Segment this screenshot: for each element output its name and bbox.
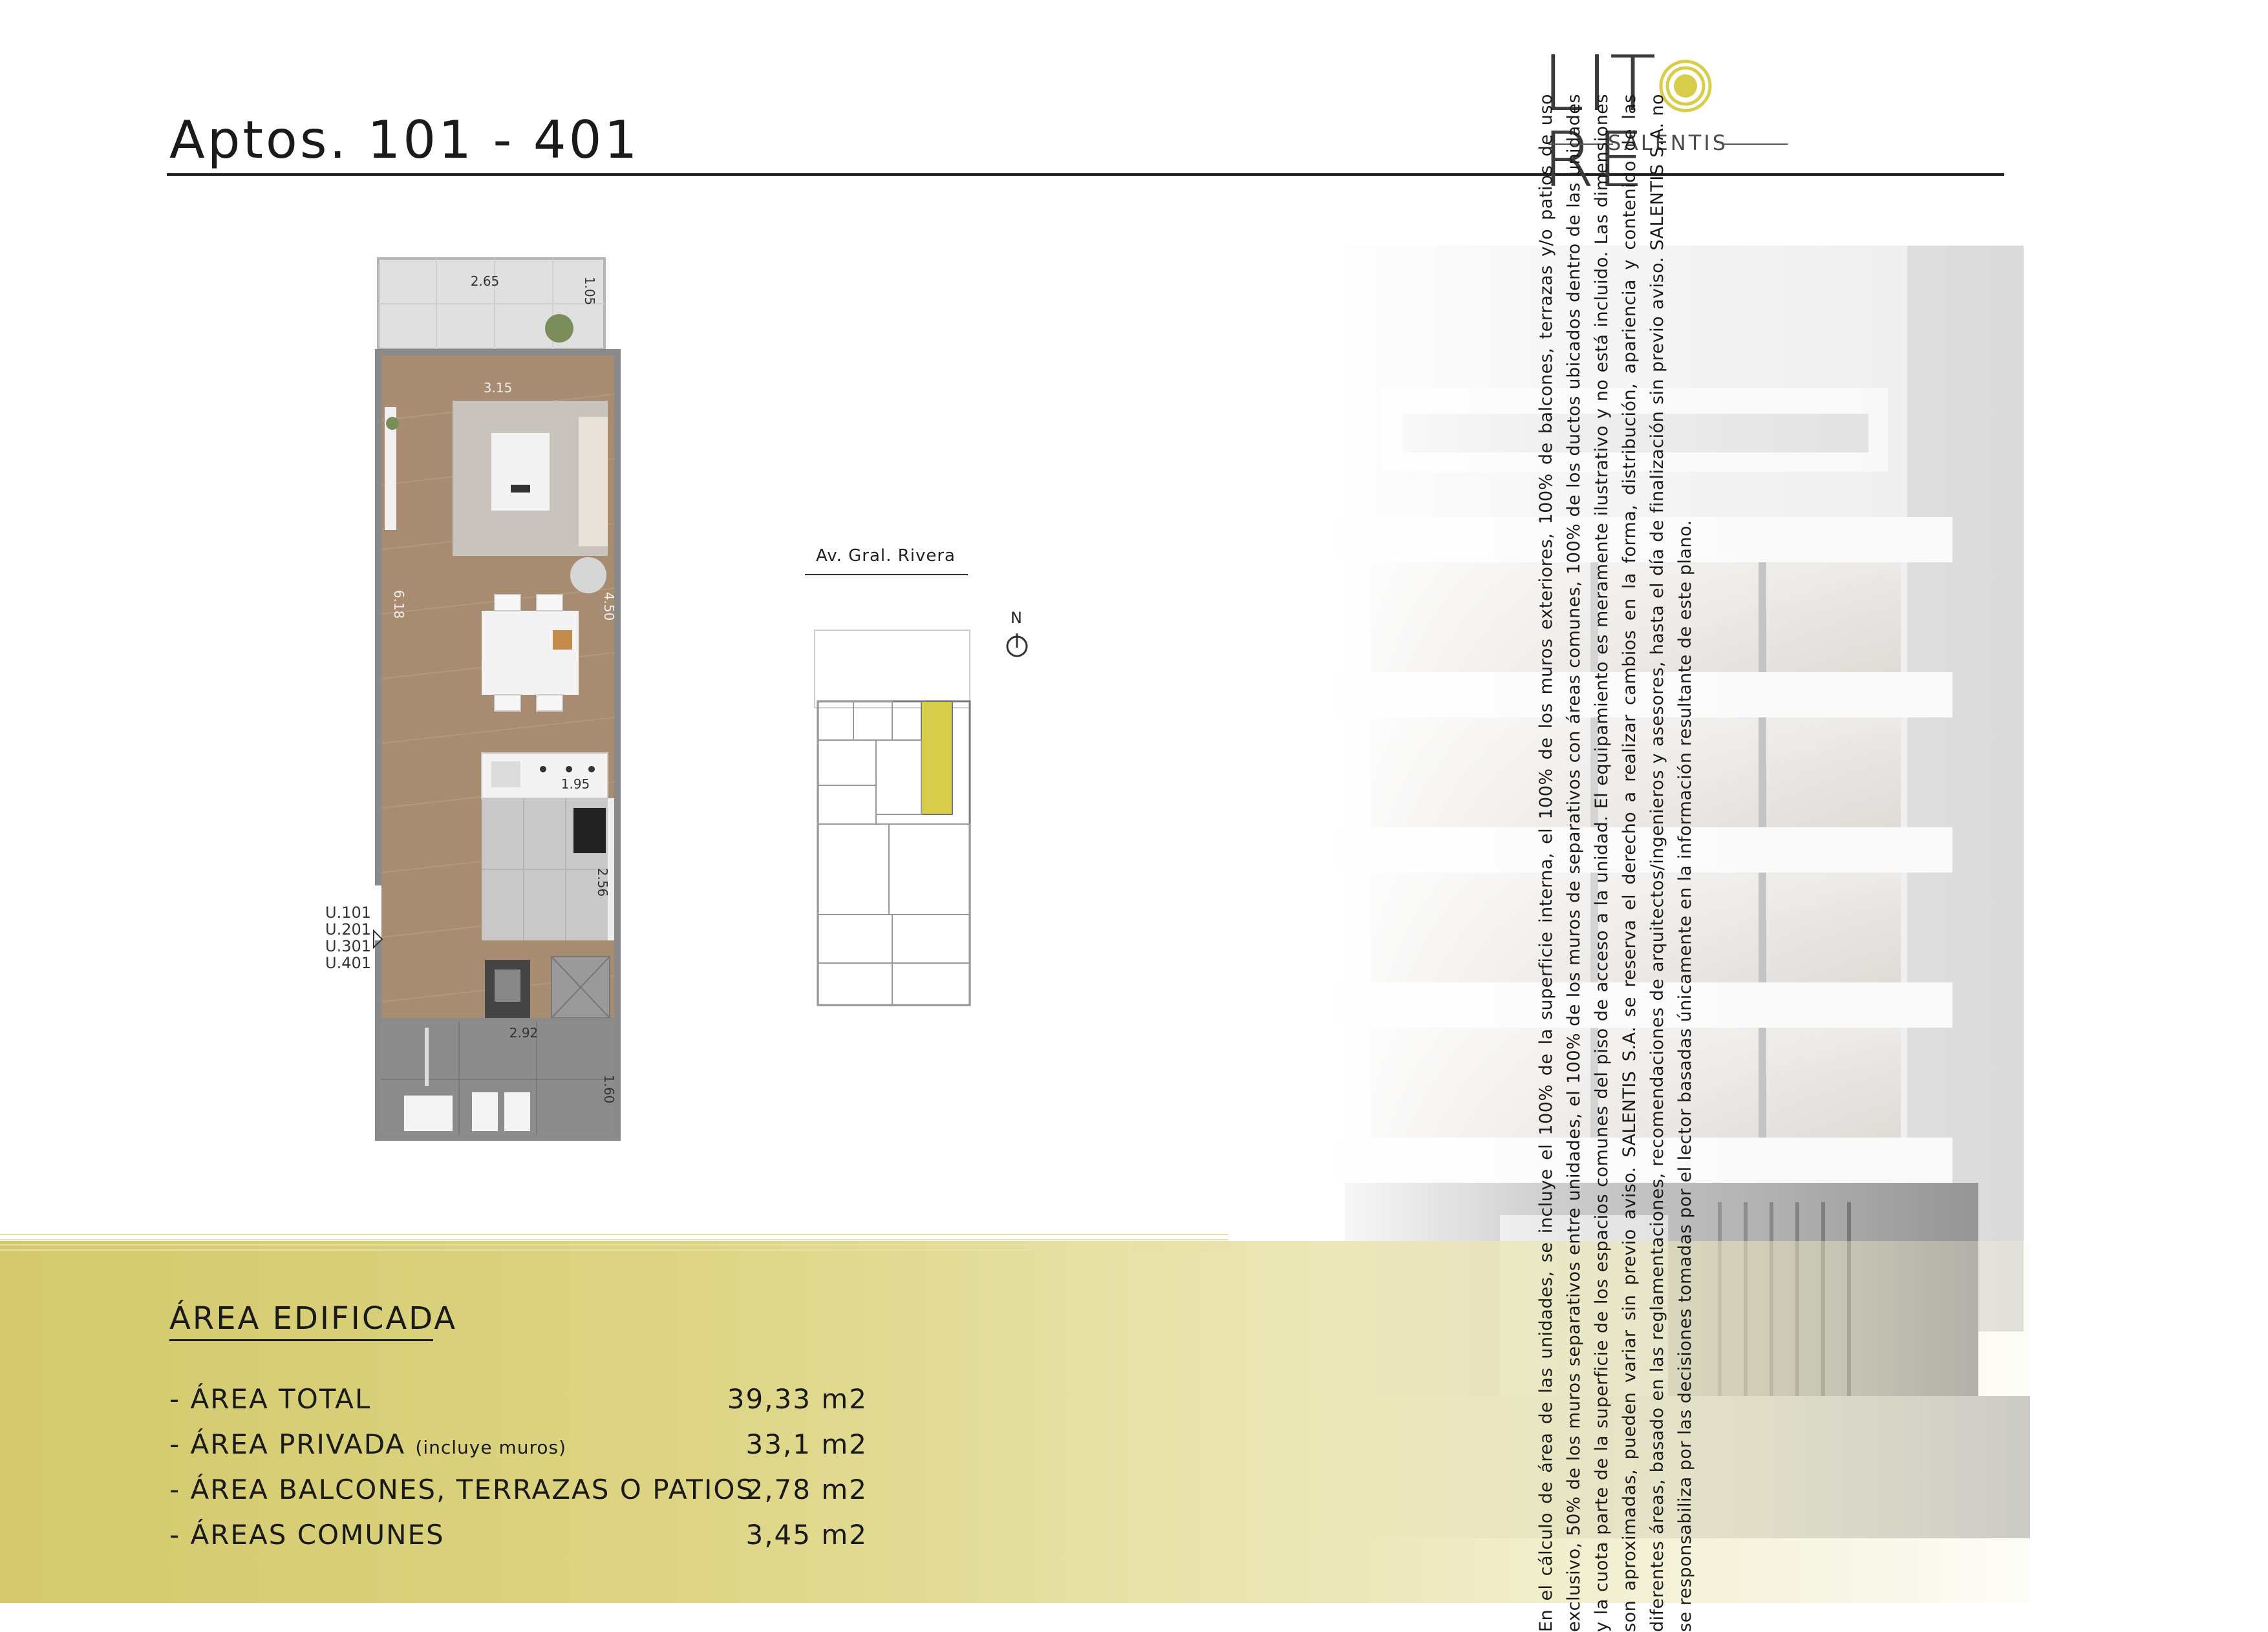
logo-wordmark: LIT RE	[1542, 45, 1794, 198]
band-stripes	[0, 1234, 1228, 1251]
area-band	[0, 1241, 2030, 1603]
street-name: Av. Gral. Rivera	[816, 546, 956, 566]
north-label: N	[1011, 609, 1022, 627]
highlighted-unit	[921, 701, 953, 815]
logo-subtitle: SALENTIS	[1542, 131, 1794, 155]
area-row-total: - ÁREA TOTAL 39,33 m2	[169, 1383, 868, 1422]
area-label-wrap: - ÁREA PRIVADA (incluye muros)	[169, 1428, 566, 1460]
dim-label: 2.56	[595, 868, 610, 897]
entry-arrow-icon	[373, 929, 383, 949]
area-value: 2,78 m2	[745, 1474, 868, 1505]
area-value: 3,45 m2	[745, 1519, 868, 1551]
dim-label: 2.92	[509, 1025, 539, 1041]
floor-plan: 2.65 1.05 3.15 6.18 4.50 1.95 2.56 2.92 …	[373, 257, 621, 1141]
dim-label: 1.95	[561, 776, 590, 792]
dim-label: 1.05	[582, 277, 597, 306]
legal-disclaimer: En el cálculo de área de las unidades, s…	[1536, 94, 1695, 1632]
dim-label: 1.60	[601, 1075, 617, 1104]
street-underline	[805, 574, 968, 575]
plant-icon	[545, 314, 573, 343]
logo-word-part: LIT	[1542, 39, 1658, 128]
unit-label: U.101	[325, 904, 372, 922]
sun-icon	[1658, 45, 1713, 122]
area-heading-underline	[169, 1339, 433, 1341]
unit-label: U.301	[325, 937, 372, 955]
logo-word-part: RE	[1542, 115, 1646, 204]
compass-icon	[1006, 633, 1028, 657]
area-label: - ÁREA PRIVADA	[169, 1428, 406, 1460]
dim-label: 2.65	[471, 273, 500, 289]
area-row-private: - ÁREA PRIVADA (incluye muros) 33,1 m2	[169, 1428, 868, 1467]
unit-label: U.401	[325, 954, 372, 972]
area-label: - ÁREAS COMUNES	[169, 1519, 445, 1551]
area-value: 33,1 m2	[745, 1428, 868, 1460]
area-label: - ÁREA TOTAL	[169, 1383, 372, 1415]
page-title: Aptos. 101 - 401	[169, 110, 640, 170]
area-row-common: - ÁREAS COMUNES 3,45 m2	[169, 1519, 868, 1558]
site-plan	[814, 630, 971, 1006]
area-label: - ÁREA BALCONES, TERRAZAS O PATIOS	[169, 1474, 755, 1505]
area-value: 39,33 m2	[727, 1383, 868, 1415]
unit-label: U.201	[325, 920, 372, 938]
cooktop-icon	[573, 808, 606, 853]
area-heading: ÁREA EDIFICADA	[169, 1300, 458, 1337]
dim-label: 4.50	[601, 592, 617, 621]
header-divider	[167, 173, 2004, 176]
dim-label: 6.18	[391, 590, 407, 619]
dim-label: 3.15	[484, 380, 513, 396]
litore-logo: LIT RE SALENTIS	[1542, 45, 1794, 198]
area-row-balconies: - ÁREA BALCONES, TERRAZAS O PATIOS 2,78 …	[169, 1474, 868, 1512]
area-note: (incluye muros)	[415, 1437, 567, 1458]
